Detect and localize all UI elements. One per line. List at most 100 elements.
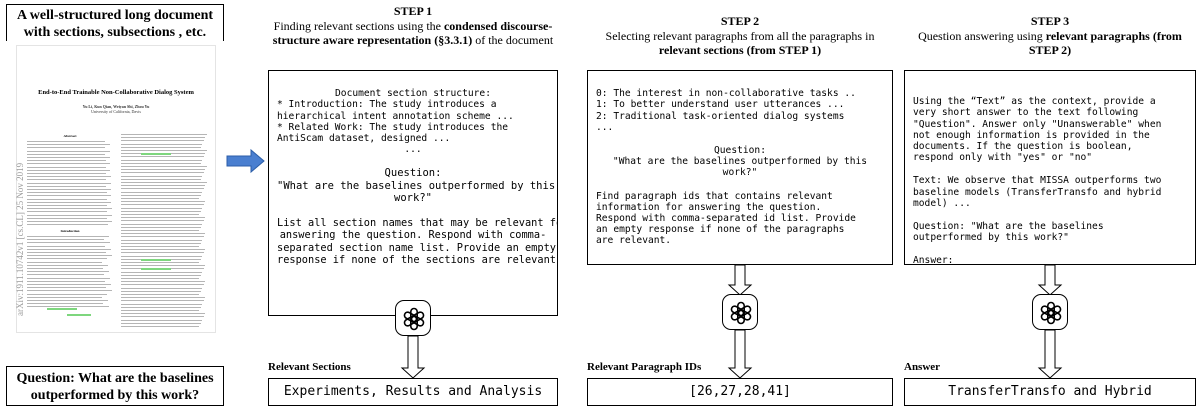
paper-text-line <box>121 182 207 183</box>
paper-text-line <box>27 277 110 279</box>
step2-number: STEP 2 <box>720 14 760 28</box>
step2-desc-bold: relevant sections (from STEP 1) <box>658 43 822 57</box>
paper-thumbnail: End-to-End Trainable Non-Collaborative D… <box>6 41 224 335</box>
paper-text-line <box>27 303 103 305</box>
step2-to-output-arrow-icon <box>727 329 753 379</box>
paper-text-line <box>121 310 199 311</box>
step1-desc-text: Finding relevant sections using the <box>273 18 444 33</box>
paper-text-line <box>121 159 203 161</box>
paper-text-line <box>121 134 207 135</box>
paper-text-line <box>27 261 102 263</box>
paper-text-line <box>121 265 206 267</box>
step1-description: Finding relevant sections using the cond… <box>268 19 558 48</box>
step1-structure-heading: Document section structure: <box>335 88 491 100</box>
paper-page: End-to-End Trainable Non-Collaborative D… <box>15 45 216 333</box>
paper-text-line <box>27 189 111 190</box>
paper-text-line <box>121 300 204 302</box>
step2-to-output-arrow-icon-shape <box>727 329 753 379</box>
paper-text-line <box>27 192 107 194</box>
step3-desc-text: Question answering using <box>918 28 1046 43</box>
paper-text-line <box>121 220 204 222</box>
paper-text-line <box>121 290 201 292</box>
paper-text-line <box>121 249 206 251</box>
paper-text-line <box>121 201 206 203</box>
paper-authors: Yu Li, Kun Qian, Weiyan Shi, Zhou Yu Uni… <box>17 104 215 114</box>
document-caption: A well-structured long document with sec… <box>16 8 214 40</box>
paper-text-line <box>27 141 105 142</box>
paper-text-line <box>121 236 204 238</box>
paper-text-line <box>121 150 207 151</box>
paper-text-line <box>121 239 203 241</box>
paper-text-line <box>27 211 108 213</box>
paper-text-line <box>27 221 112 222</box>
paper-text-line <box>121 281 206 283</box>
paper-text-line <box>27 150 110 152</box>
paper-text-line <box>121 137 206 139</box>
step1-number: STEP 1 <box>393 4 433 18</box>
paper-text-line <box>121 294 199 295</box>
step2-output-label: Relevant Paragraph IDs <box>587 361 702 373</box>
paper-text-line <box>27 280 105 282</box>
paper-text-line <box>121 188 204 190</box>
paper-text-line <box>27 217 108 219</box>
paper-text-line <box>121 230 199 231</box>
step2-desc-text: Selecting relevant paragraphs from all t… <box>605 28 875 43</box>
paper-text-line <box>121 287 203 289</box>
step3-openai-logo-icon <box>1032 294 1068 330</box>
paper-text-line <box>27 195 112 197</box>
paper-text-line <box>121 178 201 180</box>
step2-prompt-panel: 0: The interest in non-collaborative tas… <box>587 70 893 265</box>
step3-output-box: TransferTransfo and Hybrid <box>904 378 1196 406</box>
step2-instruction: Find paragraph ids that contains relevan… <box>596 190 856 247</box>
arxiv-stamp: arXiv:1911.10742v1 [cs.CL] 25 Nov 2019 <box>15 162 25 316</box>
paper-text-line <box>141 258 171 261</box>
step3-prompt-panel: Using the “Text” as the context, provide… <box>904 70 1196 265</box>
paper-text-line <box>121 194 201 196</box>
paper-text-line <box>121 252 204 254</box>
step3-question: Question: "What are the baselines outper… <box>913 221 1104 244</box>
paper-text-line <box>121 210 201 212</box>
paper-text-line <box>27 271 109 273</box>
paper-text-line <box>121 284 204 286</box>
paper-text-line <box>27 239 104 241</box>
paper-text-line <box>121 214 199 215</box>
step1-output-box: Experiments, Results and Analysis <box>268 378 558 406</box>
paper-text-line <box>27 160 106 162</box>
paper-author-names: Yu Li, Kun Qian, Weiyan Shi, Zhou Yu <box>82 104 150 109</box>
paper-text-line <box>27 245 105 247</box>
step2-to-model-arrow-icon <box>727 264 753 296</box>
step2-header: STEP 2 Selecting relevant paragraphs fro… <box>587 14 893 58</box>
step1-desc-bold: condensed discourse-structure aware repr… <box>272 18 553 48</box>
paper-intro-heading: Introduction <box>60 229 80 233</box>
openai-logo-petal <box>1040 305 1055 317</box>
paper-text-line <box>121 169 206 171</box>
paper-text-line <box>121 198 199 199</box>
paper-text-line <box>121 226 201 228</box>
paper-text-line <box>121 255 203 257</box>
paper-text-line <box>27 144 110 146</box>
step3-to-model-arrow-icon <box>1037 264 1063 296</box>
step2-to-model-arrow-icon-shape <box>727 264 753 296</box>
paper-text-line <box>121 271 203 273</box>
paper-text-line <box>27 287 106 289</box>
step1-section-items: * Introduction: The study introduces a h… <box>277 99 514 145</box>
paper-text-line <box>121 306 201 308</box>
paper-text-line <box>121 233 206 235</box>
paper-text-line <box>121 143 203 145</box>
paper-text-line <box>27 147 106 149</box>
question-box: Question: What are the baselines outperf… <box>6 366 224 406</box>
question-text: Question: What are the baselines outperf… <box>16 371 214 403</box>
paper-text-line <box>47 308 77 310</box>
paper-text-line <box>27 179 107 181</box>
step3-to-output-arrow-icon-shape <box>1037 329 1063 379</box>
paper-text-line <box>27 242 110 244</box>
paper-text-line <box>27 185 107 187</box>
paper-text-line <box>27 306 109 308</box>
paper-text-line <box>121 191 203 193</box>
step3-context-text: Text: We observe that MISSA outperforms … <box>913 175 1162 209</box>
paper-text-line <box>27 268 103 269</box>
step1-output-label: Relevant Sections <box>268 361 351 373</box>
step1-openai-logo-icon <box>395 300 431 336</box>
paper-text-line <box>27 248 111 250</box>
step2-output-box: [26,27,28,41] <box>587 378 893 406</box>
